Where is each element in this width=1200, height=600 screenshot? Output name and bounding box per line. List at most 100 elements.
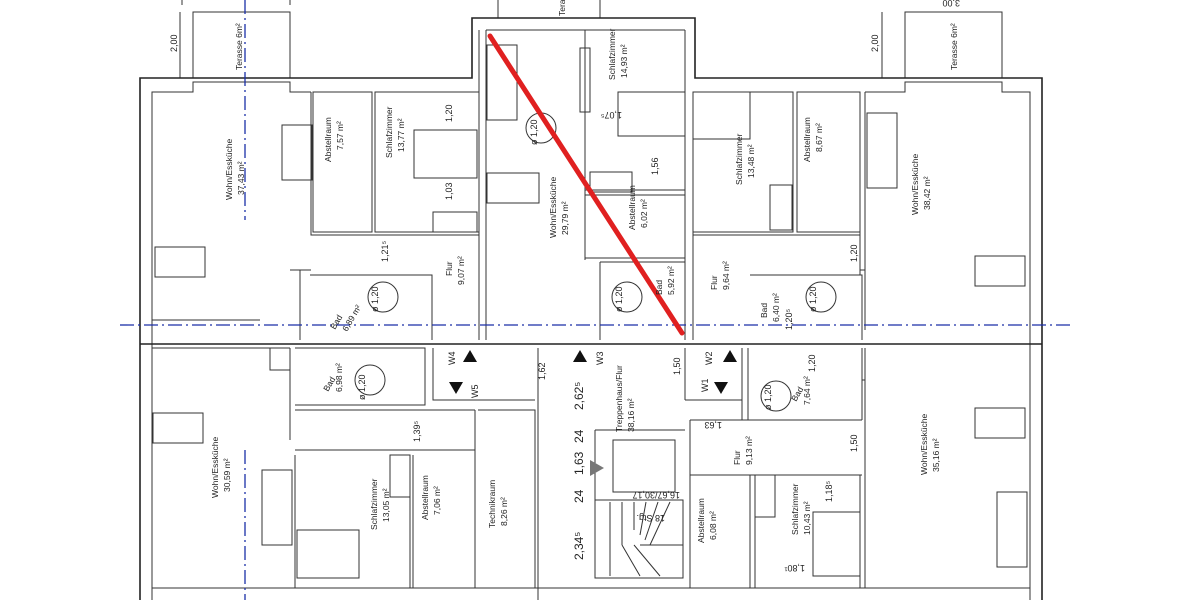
dimension-label: 1,63	[704, 420, 722, 430]
bed	[413, 129, 478, 179]
outer-walls	[139, 17, 1043, 600]
arrow-down-icon	[714, 382, 728, 394]
room-area: 30,59 m²	[222, 458, 232, 492]
lift-arrow-icon	[590, 460, 604, 476]
dimension-label: 1,20	[444, 104, 454, 122]
wall-marker-label: W2	[704, 352, 714, 366]
room-area: 7,57 m²	[335, 121, 345, 150]
wall-marker-label: W5	[470, 385, 480, 399]
room-area: 9,07 m²	[456, 256, 466, 285]
stairs	[609, 439, 683, 577]
terrace-right: Terasse 6m² 2,00 3,00	[870, 0, 1003, 79]
room-name: Schlafzimmer	[607, 28, 617, 80]
arrow-up-icon	[463, 350, 477, 362]
dimension-label: 1,39⁵	[412, 420, 422, 442]
room-name: Abstellraum	[627, 185, 637, 230]
arrow-up-icon	[723, 350, 737, 362]
dimension-labels: 1,20 1,03 1,21⁵ ø 1,20 ø 1,20 1,07⁵ 1,56…	[357, 104, 859, 573]
room-area: 9,13 m²	[744, 436, 754, 465]
dimension-label: 18 Stg.	[636, 513, 665, 523]
room-area: 14,93 m²	[619, 44, 629, 78]
dimension-label: ø 1,20	[357, 374, 367, 400]
room-area: 13,05 m²	[381, 488, 391, 522]
interior-walls	[151, 30, 866, 600]
dimension-label: 24	[572, 489, 586, 503]
terrace-center: Tera	[497, 0, 601, 19]
room-name: Abstellraum	[323, 117, 333, 162]
dimension-label: ø 1,20	[370, 286, 380, 312]
room-name: Schlafzimmer	[790, 483, 800, 535]
room-name: Flur	[709, 275, 719, 290]
room-name: Wohn/Essküche	[224, 138, 234, 200]
dimension-label: 24	[572, 429, 586, 443]
dimension-label: 2,62⁵	[572, 382, 586, 410]
dimension-label: 1,03	[444, 182, 454, 200]
room-area: 6,02 m²	[639, 199, 649, 228]
room-area: 9,64 m²	[721, 261, 731, 290]
wardrobe	[754, 474, 776, 518]
room-name: Wohn/Essküche	[910, 153, 920, 215]
dimension-label: ø 1,20	[529, 119, 539, 145]
dimension-label: 1,20⁵	[784, 308, 794, 330]
room-area: 10,43 m²	[802, 501, 812, 535]
room-area: 13,77 m²	[396, 118, 406, 152]
room-area: 13,48 m²	[746, 144, 756, 178]
turning-circles	[354, 112, 837, 412]
dimension-label: 1,50	[849, 434, 859, 452]
dimension-label: 16,67/30,17	[632, 490, 680, 500]
terrace-left: Terasse 6m² 2,00	[169, 0, 291, 79]
furniture	[152, 44, 1028, 579]
room-area: 6,08 m²	[708, 511, 718, 540]
wardrobe	[432, 211, 478, 233]
room-area: 38,42 m²	[922, 176, 932, 210]
wall-marker-label: W3	[595, 352, 605, 366]
room-name: Flur	[444, 261, 454, 276]
wardrobe	[589, 171, 633, 193]
bed	[617, 91, 686, 137]
room-name: Technikraum	[487, 480, 497, 528]
room-labels: Wohn/Essküche 37,43 m² Abstellraum 7,57 …	[210, 28, 941, 543]
wall-markers: W1 W2 W3 W4 W5	[447, 350, 737, 398]
dimension-label: 1,21⁵	[380, 240, 390, 262]
room-name: Wohn/Essküche	[919, 413, 929, 475]
room-name: Bad	[759, 303, 769, 318]
room-name: Schlafzimmer	[369, 478, 379, 530]
dimension-label: 1,07⁵	[600, 110, 622, 120]
room-area: 7,06 m²	[432, 486, 442, 515]
room-area: 29,79 m²	[560, 201, 570, 235]
room-area: 7,64 m²	[802, 376, 812, 405]
room-name: Flur	[732, 450, 742, 465]
dimension-label: ø 1,20	[614, 286, 624, 312]
dining-table	[154, 246, 206, 278]
dimension-label: 1,20	[807, 354, 817, 372]
room-area: 5,92 m²	[666, 266, 676, 295]
room-name: Bad	[654, 280, 664, 295]
room-name: Abstellraum	[802, 117, 812, 162]
dining-table	[974, 407, 1026, 439]
dimension-label: 1,63	[572, 451, 586, 475]
room-name: Abstellraum	[420, 475, 430, 520]
room-area: 37,43 m²	[236, 161, 246, 195]
room-name: Schlafzimmer	[734, 133, 744, 185]
dimension-label: 2,00	[169, 34, 179, 52]
dimension-label: 2,34⁵	[572, 532, 586, 560]
dimension-label: ø 1,20	[763, 384, 773, 410]
kitchen-block	[996, 491, 1028, 568]
markup-line	[487, 33, 685, 336]
room-name: Treppenhaus/Flur	[614, 365, 624, 432]
dimension-label: 2,00	[870, 34, 880, 52]
room-area: 8,67 m²	[814, 123, 824, 152]
dimension-label: 1,18⁵	[824, 480, 834, 502]
room-area: 6,98 m²	[334, 363, 344, 392]
dimension-label: 1,56	[650, 157, 660, 175]
wardrobe	[769, 184, 793, 231]
terrace-label: Terasse 6m²	[234, 23, 244, 70]
wardrobe	[389, 454, 411, 498]
room-area: 38,16 m²	[626, 398, 636, 432]
dimension-label: 1,50	[672, 357, 682, 375]
dimension-label: ø 1,20	[808, 286, 818, 312]
room-area: 6,40 m²	[771, 293, 781, 322]
room-area: 8,26 m²	[499, 497, 509, 526]
kitchen-block	[866, 112, 898, 189]
